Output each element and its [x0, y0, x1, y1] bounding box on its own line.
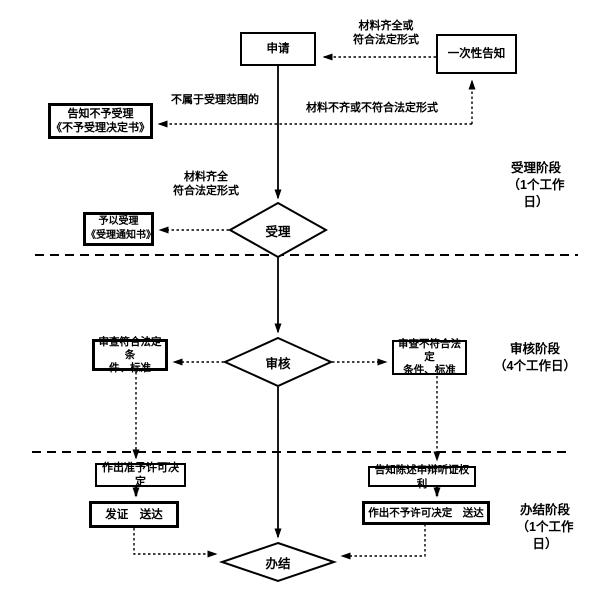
meet-criteria-line2: 件、标准: [109, 361, 151, 374]
not-meet-criteria-line2: 条件、标准: [403, 364, 456, 376]
decision-diamonds: [218, 201, 338, 583]
materials-complete-top-line2: 符合法定形式: [353, 34, 419, 46]
meet-criteria-node: 审查符合法定条 件、标准: [92, 335, 168, 374]
not-meet-criteria-line1: 审查不符合法定: [398, 338, 461, 363]
issue-deliver-node: 发证 送达: [89, 501, 179, 528]
inform-rights-label: 告知陈述申辩听证权利: [374, 463, 470, 490]
stage2-line2: （4个工作日）: [494, 359, 576, 373]
stage-label-completion: 办结阶段 （1个工作 日）: [512, 502, 578, 553]
not-in-scope-text: 不属于受理范围的: [171, 94, 259, 106]
not-meet-criteria-node: 审查不符合法定 条件、标准: [392, 338, 467, 376]
accept-notice-line1: 予以受理: [98, 216, 139, 227]
materials-complete-mid-line2: 符合法定形式: [173, 185, 239, 197]
accept-diamond-text: 受理: [265, 224, 291, 239]
reject-notice-node: 告知不予受理 《不予受理决定书》: [48, 103, 153, 139]
accept-notice-line2: 《受理通知书》: [86, 230, 156, 241]
materials-complete-mid-line1: 材料齐全: [184, 171, 228, 183]
finish-diamond-text: 办结: [265, 556, 291, 571]
issue-deliver-label: 发证 送达: [105, 508, 163, 521]
grant-decision-label: 作出准予许可决定: [102, 462, 179, 488]
one-time-notice-node: 一次性告知: [436, 34, 517, 74]
stage-label-review: 审核阶段 （4个工作日）: [492, 341, 578, 375]
stage3-line3: 日）: [532, 537, 558, 551]
stage1-line3: 日）: [523, 195, 549, 209]
stage1-line1: 受理阶段: [510, 161, 561, 175]
meet-criteria-line1: 审查符合法定条: [98, 335, 162, 361]
reject-notice-line1: 告知不予受理: [67, 108, 134, 120]
review-diamond-shape: [222, 336, 334, 388]
grant-decision-node: 作出准予许可决定: [95, 462, 186, 488]
materials-complete-top-line1: 材料齐全或: [358, 20, 414, 32]
stage1-line2: （1个工作: [507, 178, 565, 192]
deny-decision-node: 作出不予许可决定 送达: [362, 501, 490, 525]
stage3-line1: 办结阶段: [519, 503, 570, 517]
accept-notice-node: 予以受理 《受理通知书》: [83, 212, 156, 246]
review-diamond-text: 审核: [265, 356, 291, 371]
connector-lines: [32, 53, 578, 560]
edge-label-not-in-scope: 不属于受理范围的: [170, 93, 260, 107]
apply-label: 申请: [266, 43, 290, 55]
apply-node: 申请: [240, 32, 316, 66]
edge-label-materials-complete-mid: 材料齐全 符合法定形式: [168, 170, 244, 198]
review-diamond-label: 审核: [238, 353, 318, 371]
edge-label-materials-complete-top: 材料齐全或 符合法定形式: [338, 19, 434, 47]
edge-label-materials-incomplete: 材料不齐或不符合法定形式: [306, 101, 438, 115]
edge-issue-to-finish: [133, 528, 218, 558]
stage-label-acceptance: 受理阶段 （1个工作 日）: [498, 160, 574, 211]
edge-deny-to-finish: [340, 524, 426, 560]
inform-rights-node: 告知陈述申辩听证权利: [368, 464, 476, 490]
materials-incomplete-text: 材料不齐或不符合法定形式: [306, 102, 438, 114]
deny-decision-label: 作出不予许可决定 送达: [368, 507, 484, 519]
one-time-notice-label: 一次性告知: [447, 48, 506, 60]
reject-notice-line2: 《不予受理决定书》: [51, 122, 150, 134]
accept-diamond-label: 受理: [238, 221, 318, 239]
accept-diamond-shape: [227, 201, 329, 259]
stage3-line2: （1个工作: [516, 520, 574, 534]
finish-diamond-shape: [218, 541, 338, 583]
stage2-line1: 审核阶段: [509, 342, 560, 356]
finish-diamond-label: 办结: [238, 553, 318, 571]
